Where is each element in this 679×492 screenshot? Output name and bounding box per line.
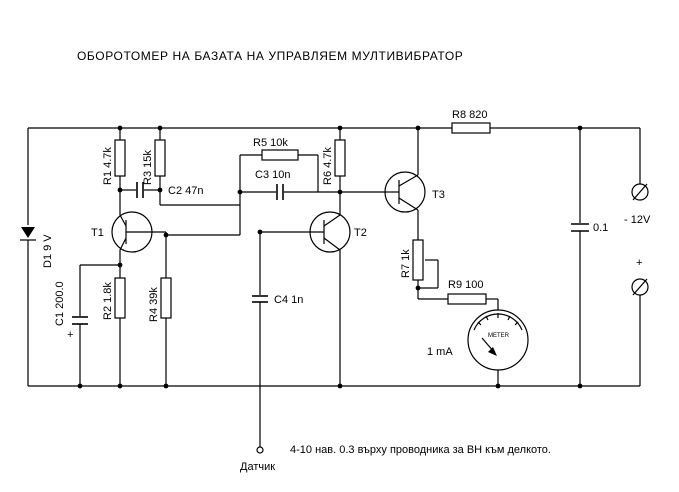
label-r8: R8 820 (452, 109, 487, 121)
meter-face-label: METER (488, 333, 510, 339)
label-c4: C4 1n (274, 294, 303, 306)
label-r3: R3 15k (142, 150, 154, 185)
label-t2: T2 (354, 227, 367, 239)
resistor-r5 (240, 149, 319, 192)
label-c1: C1 200.0 (54, 281, 66, 326)
transistor-t3 (384, 128, 426, 240)
label-sensor: Датчик (240, 461, 275, 473)
resistor-r9 (447, 293, 499, 310)
zener-diode-d1 (20, 128, 36, 386)
label-supply-plus: + (636, 257, 642, 269)
label-r6: R6 4.7k (322, 147, 334, 185)
label-c3: C3 10n (255, 169, 290, 181)
resistor-r4 (160, 277, 172, 386)
label-supply-minus: - 12V (624, 214, 651, 226)
capacitor-c3 (239, 155, 340, 235)
capacitor-supply (571, 128, 589, 386)
transistor-t2 (260, 192, 351, 386)
resistor-r1 (114, 128, 126, 215)
resistor-r2 (114, 277, 126, 386)
label-r2: R2 1.8k (102, 282, 114, 320)
t1-base-wiring (165, 232, 240, 278)
t1-emitter-node (79, 264, 121, 316)
winding-note: 4-10 нав. 0.3 върху проводника за ВН към… (290, 444, 551, 456)
label-c2: C2 47n (168, 185, 203, 197)
capacitor-c4 (252, 232, 268, 454)
label-r1: R1 4.7k (102, 147, 114, 185)
label-t3: T3 (432, 189, 445, 201)
label-r9: R9 100 (448, 279, 483, 291)
label-r4: R4 39k (148, 287, 160, 322)
junction-dots (77, 125, 583, 389)
label-meter-current: 1 mA (427, 346, 453, 358)
capacitor-c2 (120, 182, 160, 198)
diagram-title: ОБОРОТОМЕР НА БАЗАТА НА УПРАВЛЯЕМ МУЛТИВ… (77, 49, 463, 63)
transistor-t1 (111, 211, 166, 265)
resistor-r8 (451, 122, 491, 134)
capacitor-c1 (72, 316, 88, 386)
milliammeter: METER (467, 309, 529, 386)
resistor-r6 (334, 128, 385, 193)
label-r5: R5 10k (253, 137, 288, 149)
label-c-supply: 0.1 (593, 222, 608, 234)
supply-terminals (631, 128, 649, 386)
label-c1-plus: + (67, 329, 73, 341)
label-r7: R7 1k (400, 249, 412, 278)
label-t1: T1 (91, 227, 104, 239)
label-d1: D1 9 V (42, 234, 54, 268)
